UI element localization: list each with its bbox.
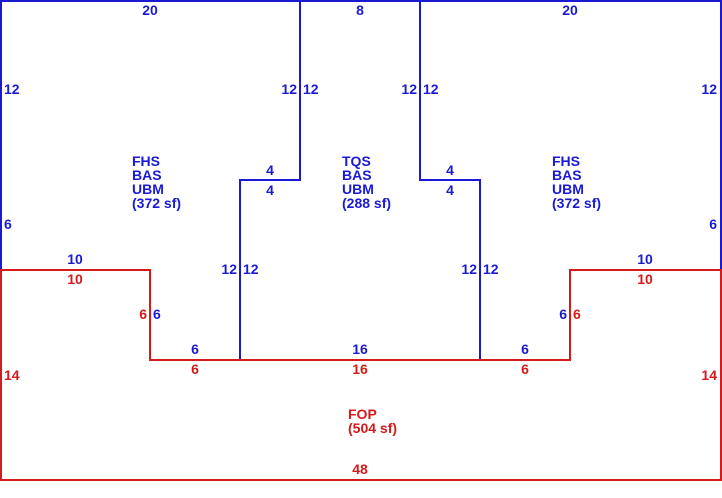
- porch-dim-ledge-right: 10: [637, 271, 653, 287]
- porch-dimensions: 10 10 6 6 6 16 6 14 14 48: [4, 271, 717, 477]
- center-right-wall: [419, 0, 481, 360]
- area-right-line-1: FHS: [552, 153, 580, 169]
- area-left-line-2: BAS: [132, 167, 162, 183]
- area-porch-line-2: (504 sf): [348, 420, 397, 436]
- area-center-line-4: (288 sf): [342, 195, 391, 211]
- porch-dim-notch-left: 6: [139, 306, 147, 322]
- dim-ledge-left: 10: [67, 251, 83, 267]
- dim-top-right: 20: [562, 2, 578, 18]
- dim-base-left: 6: [191, 341, 199, 357]
- dim-low-left-a: 12: [221, 261, 237, 277]
- dim-top-center: 8: [356, 2, 364, 18]
- dim-step-right-top: 4: [446, 162, 454, 178]
- dim-inner-right-b: 12: [423, 81, 439, 97]
- dim-top-left: 20: [142, 2, 158, 18]
- porch-dim-notch-right: 6: [573, 306, 581, 322]
- area-right-line-2: BAS: [552, 167, 582, 183]
- living-area-outline: [0, 0, 722, 360]
- area-porch-line-1: FOP: [348, 406, 377, 422]
- area-left-line-1: FHS: [132, 153, 160, 169]
- area-center-line-1: TQS: [342, 153, 371, 169]
- porch-dim-ledge-left: 10: [67, 271, 83, 287]
- porch-dim-side-right: 14: [701, 367, 717, 383]
- area-left-line-4: (372 sf): [132, 195, 181, 211]
- dim-left-lower: 6: [4, 216, 12, 232]
- area-label-right: FHS BAS UBM (372 sf): [552, 153, 601, 211]
- area-right-line-4: (372 sf): [552, 195, 601, 211]
- dim-step-left-top: 4: [266, 162, 274, 178]
- dim-notch-left: 6: [153, 306, 161, 322]
- porch-outline: [0, 269, 722, 481]
- area-label-center: TQS BAS UBM (288 sf): [342, 153, 391, 211]
- dim-notch-right: 6: [559, 306, 567, 322]
- dim-inner-right-a: 12: [401, 81, 417, 97]
- porch-dim-base-left: 6: [191, 361, 199, 377]
- center-left-wall: [239, 0, 301, 360]
- area-label-left: FHS BAS UBM (372 sf): [132, 153, 181, 211]
- area-center-line-3: UBM: [342, 181, 374, 197]
- area-left-line-3: UBM: [132, 181, 164, 197]
- dim-inner-left-b: 12: [303, 81, 319, 97]
- dim-right-upper: 12: [701, 81, 717, 97]
- dim-low-right-b: 12: [483, 261, 499, 277]
- porch-dim-side-left: 14: [4, 367, 20, 383]
- porch-dim-bottom: 48: [352, 461, 368, 477]
- dim-base-center: 16: [352, 341, 368, 357]
- dim-low-right-a: 12: [461, 261, 477, 277]
- dim-step-left-bot: 4: [266, 182, 274, 198]
- dim-low-left-b: 12: [243, 261, 259, 277]
- dim-ledge-right: 10: [637, 251, 653, 267]
- living-dimensions: 20 8 20 12 6 12 6 12 12 12 12 4 4 4 4 12…: [4, 2, 717, 357]
- porch-dim-base-center: 16: [352, 361, 368, 377]
- dim-left-upper: 12: [4, 81, 20, 97]
- dim-step-right-bot: 4: [446, 182, 454, 198]
- area-label-porch: FOP (504 sf): [348, 406, 397, 436]
- dim-right-lower: 6: [709, 216, 717, 232]
- dim-base-right: 6: [521, 341, 529, 357]
- area-center-line-2: BAS: [342, 167, 372, 183]
- dim-inner-left-a: 12: [281, 81, 297, 97]
- porch-dim-base-right: 6: [521, 361, 529, 377]
- area-right-line-3: UBM: [552, 181, 584, 197]
